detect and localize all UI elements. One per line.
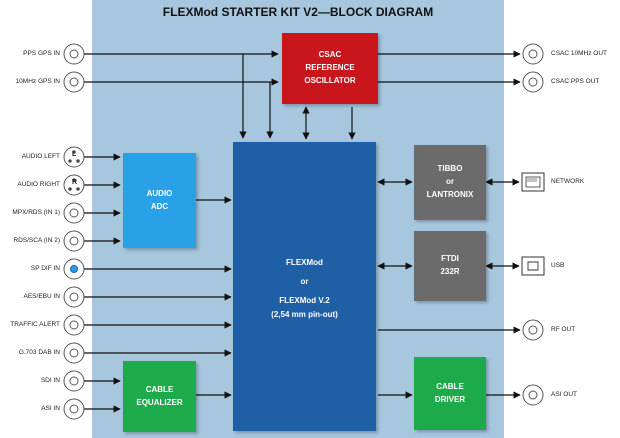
output-label-csac-10mhz: CSAC 10MHz OUT [551, 50, 607, 57]
xlr-connector-icon [63, 146, 85, 168]
xlr-right-mark: R [72, 179, 78, 186]
flexmod-label-line-2: or [300, 277, 309, 287]
output-label-asi-out: ASI OUT [551, 391, 578, 398]
ethernet-port-icon [521, 172, 545, 192]
input-label-g703-dab: G.703 DAB IN [18, 349, 60, 356]
cable-equalizer-label-line-1: CABLE [145, 384, 174, 394]
input-label-sp-dif: SP DIF IN [30, 265, 60, 272]
optical-connector-icon [63, 258, 85, 280]
tibbo-label-line-1: TIBBO [437, 164, 463, 174]
tibbo-lantronix-block: TIBBO or LANTRONIX [414, 145, 486, 220]
csac-label-line-3: OSCILLATOR [304, 75, 356, 85]
bnc-connector-icon [63, 71, 85, 93]
bnc-connector-icon [522, 71, 544, 93]
xlr-connector-icon [63, 174, 85, 196]
ftdi-label-line-2: 232R [440, 267, 460, 276]
input-label-traffic-alert: TRAFFIC ALERT [10, 321, 60, 328]
input-label-asi: ASI IN [41, 405, 60, 412]
input-label-pps-gps: PPS GPS IN [23, 50, 60, 57]
input-label-10mhz-gps: 10MHz GPS IN [15, 78, 60, 85]
bnc-connector-icon [522, 43, 544, 65]
bnc-connector-icon [522, 384, 544, 406]
bnc-connector-icon [63, 398, 85, 420]
bnc-connector-icon [522, 319, 544, 341]
bnc-connector-icon [63, 370, 85, 392]
cable-driver-block: CABLE DRIVER [414, 357, 486, 430]
bnc-connector-icon [63, 342, 85, 364]
cable-equalizer-label-line-2: EQUALIZER [136, 397, 183, 407]
input-label-aes-ebu: AES/EBU IN [23, 293, 60, 300]
xlr-left-mark: L [72, 151, 77, 158]
audio-adc-label-line-2: ADC [150, 201, 169, 211]
tibbo-label-line-2: or [446, 177, 454, 187]
csac-label-line-1: CSAC [318, 50, 342, 60]
diagram-title: FLEXMod STARTER KIT V2—BLOCK DIAGRAM [162, 5, 434, 19]
bnc-connector-icon [63, 202, 85, 224]
input-label-mpx-rds: MPX/RDS (IN 1) [12, 209, 60, 216]
flexmod-label-line-4: (2,54 mm pin-out) [271, 310, 338, 320]
flexmod-label-line-1: FLEXMod [286, 257, 323, 267]
cable-driver-label-line-2: DRIVER [434, 394, 466, 404]
bnc-connector-icon [63, 286, 85, 308]
output-label-csac-pps: CSAC PPS OUT [551, 78, 600, 85]
output-label-usb: USB [551, 262, 565, 269]
audio-adc-block: AUDIO ADC [123, 153, 196, 248]
input-label-audio-right: AUDIO RIGHT [17, 181, 60, 188]
input-label-rds-sca: RDS/SCA (IN 2) [13, 237, 60, 244]
input-label-audio-left: AUDIO LEFT [21, 153, 60, 160]
csac-reference-oscillator-block: CSAC REFERENCE OSCILLATOR [282, 33, 378, 104]
bnc-connector-icon [63, 43, 85, 65]
ftdi-label-line-1: FTDI [441, 254, 459, 264]
bnc-connector-icon [63, 230, 85, 252]
flexmod-block: FLEXMod or FLEXMod V.2 (2,54 mm pin-out) [233, 142, 376, 431]
output-label-network: NETWORK [551, 178, 585, 185]
cable-driver-label-line-1: CABLE [436, 381, 464, 391]
output-label-rf-out: RF OUT [551, 326, 576, 333]
tibbo-label-line-3: LANTRONIX [426, 189, 474, 199]
ftdi-232r-block: FTDI 232R [414, 231, 486, 301]
audio-adc-label-line-1: AUDIO [146, 188, 173, 198]
csac-label-line-2: REFERENCE [305, 63, 355, 73]
usb-port-icon [521, 256, 545, 276]
input-label-sdi: SDI IN [40, 377, 60, 384]
flexmod-label-line-3: FLEXMod V.2 [279, 296, 330, 306]
cable-equalizer-block: CABLE EQUALIZER [123, 361, 196, 432]
bnc-connector-icon [63, 314, 85, 336]
